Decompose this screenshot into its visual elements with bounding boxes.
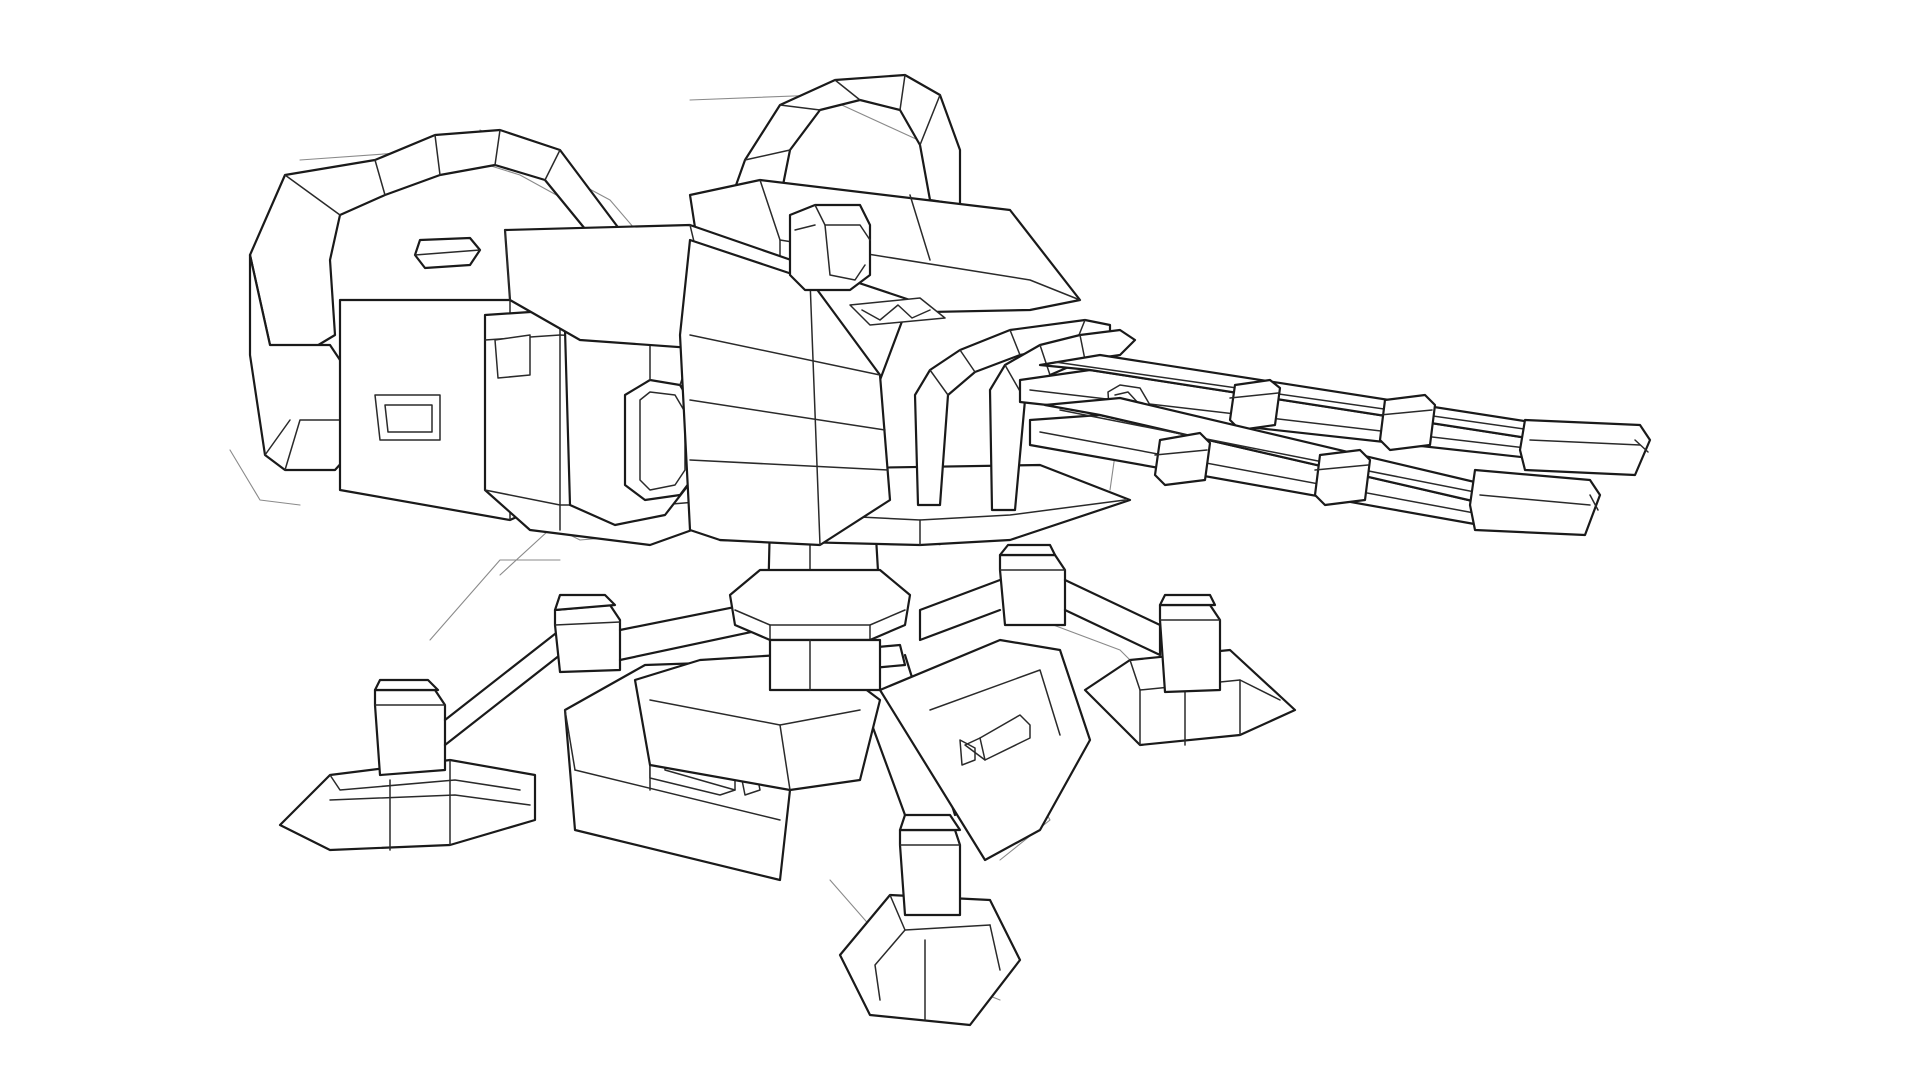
barrel-brackets	[913, 318, 1137, 512]
turret-legs	[278, 543, 1297, 1027]
foot-left	[278, 628, 562, 852]
turret-housing	[338, 203, 946, 547]
foot-right	[1083, 593, 1297, 747]
leg-upper-left	[553, 593, 772, 674]
leg-upper-right	[918, 543, 1162, 657]
gatling-barrels	[1018, 353, 1652, 537]
foot-front	[838, 643, 1022, 1027]
